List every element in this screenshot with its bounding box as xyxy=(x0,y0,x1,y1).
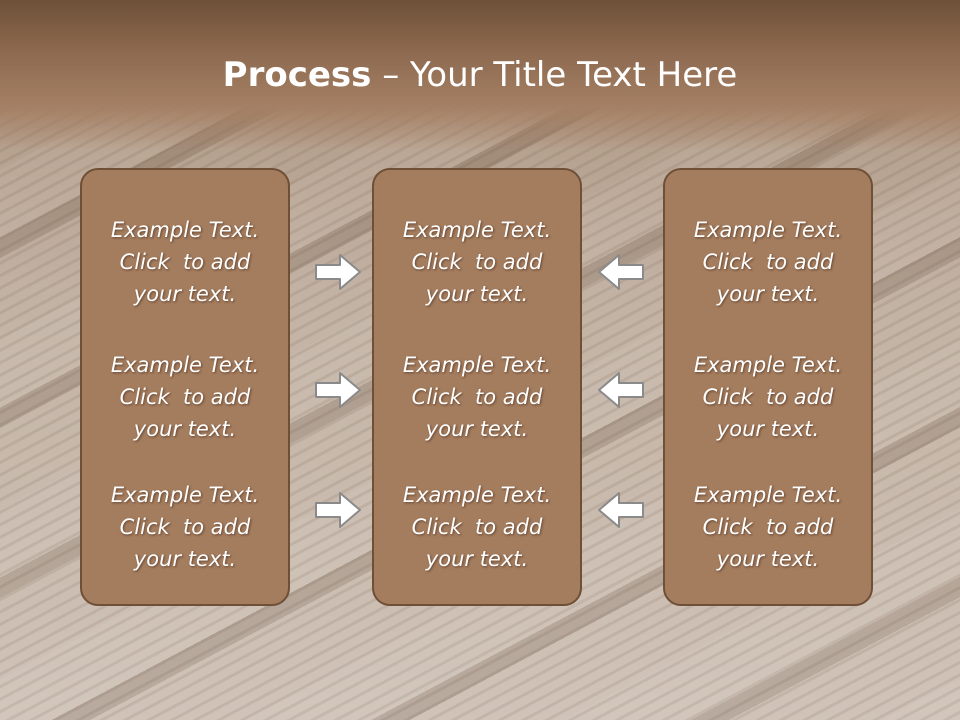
title-bold: Process xyxy=(222,55,372,95)
text-line: Click to add xyxy=(119,250,251,274)
text-placeholder[interactable]: Example Text. Click to add your text. xyxy=(665,214,871,310)
title-separator: – xyxy=(371,55,411,95)
text-line: Click to add xyxy=(702,250,834,274)
text-line: your text. xyxy=(716,282,820,306)
text-line: your text. xyxy=(133,417,237,441)
text-line: Example Text. xyxy=(402,353,552,377)
text-placeholder[interactable]: Example Text. Click to add your text. xyxy=(82,214,288,310)
text-line: Example Text. xyxy=(110,353,260,377)
text-line: Click to add xyxy=(411,250,543,274)
text-line: your text. xyxy=(425,417,529,441)
text-placeholder[interactable]: Example Text. Click to add your text. xyxy=(665,479,871,575)
text-line: your text. xyxy=(425,282,529,306)
text-placeholder[interactable]: Example Text. Click to add your text. xyxy=(82,349,288,445)
text-line: Example Text. xyxy=(110,218,260,242)
text-line: your text. xyxy=(425,547,529,571)
title-banner xyxy=(0,0,960,150)
arrow-left-icon xyxy=(597,252,645,292)
text-line: Click to add xyxy=(119,385,251,409)
text-line: Example Text. xyxy=(110,483,260,507)
center-process-box: Example Text. Click to add your text. Ex… xyxy=(372,168,582,606)
text-line: your text. xyxy=(716,547,820,571)
text-line: Click to add xyxy=(119,515,251,539)
arrow-left-icon xyxy=(597,370,645,410)
text-line: Click to add xyxy=(411,515,543,539)
right-process-box: Example Text. Click to add your text. Ex… xyxy=(663,168,873,606)
title-rest: Your Title Text Here xyxy=(410,55,738,95)
text-line: Example Text. xyxy=(693,353,843,377)
text-line: Example Text. xyxy=(402,483,552,507)
left-process-box: Example Text. Click to add your text. Ex… xyxy=(80,168,290,606)
arrow-right-icon xyxy=(314,252,362,292)
text-placeholder[interactable]: Example Text. Click to add your text. xyxy=(374,214,580,310)
arrow-left-icon xyxy=(597,490,645,530)
text-line: your text. xyxy=(133,547,237,571)
text-placeholder[interactable]: Example Text. Click to add your text. xyxy=(374,349,580,445)
text-line: Example Text. xyxy=(693,218,843,242)
arrow-right-icon xyxy=(314,370,362,410)
text-line: your text. xyxy=(716,417,820,441)
arrow-right-icon xyxy=(314,490,362,530)
text-line: Click to add xyxy=(702,385,834,409)
text-placeholder[interactable]: Example Text. Click to add your text. xyxy=(374,479,580,575)
text-line: Click to add xyxy=(702,515,834,539)
text-line: Example Text. xyxy=(693,483,843,507)
text-line: Example Text. xyxy=(402,218,552,242)
text-line: your text. xyxy=(133,282,237,306)
text-line: Click to add xyxy=(411,385,543,409)
slide-title[interactable]: Process – Your Title Text Here xyxy=(0,52,960,98)
text-placeholder[interactable]: Example Text. Click to add your text. xyxy=(665,349,871,445)
text-placeholder[interactable]: Example Text. Click to add your text. xyxy=(82,479,288,575)
